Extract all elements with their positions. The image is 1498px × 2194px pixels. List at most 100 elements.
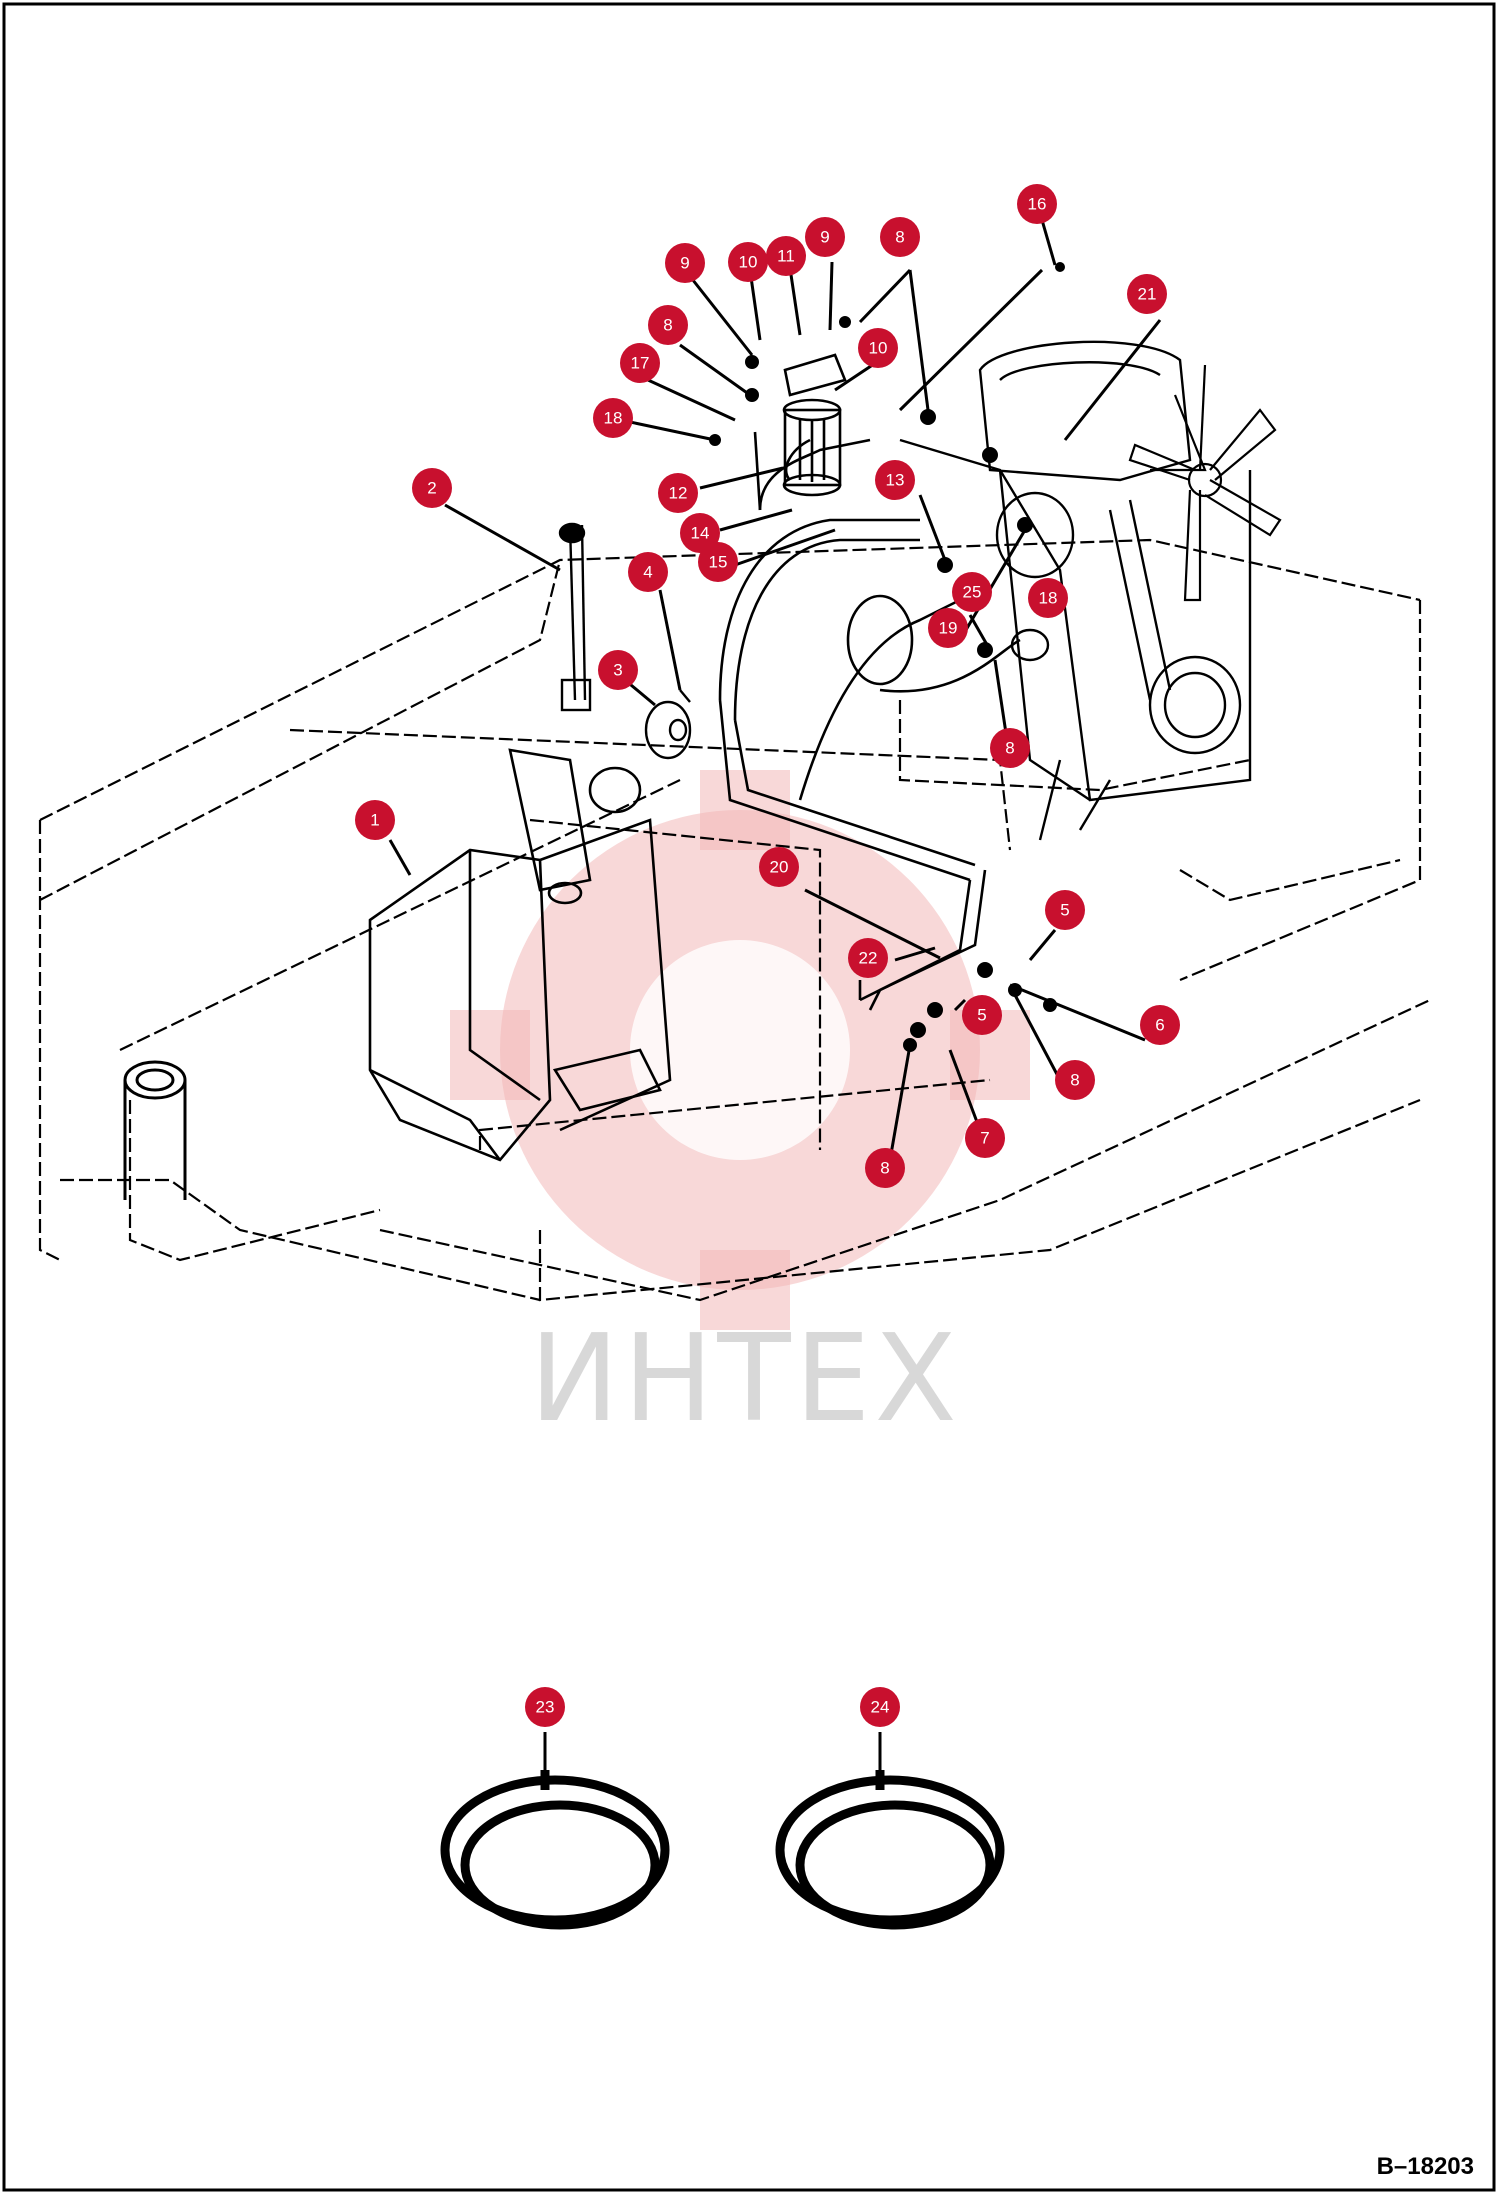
- callout-marker: [1127, 274, 1167, 314]
- callout-marker: [962, 995, 1002, 1035]
- callout-3: 3: [598, 650, 638, 690]
- callout-marker: [848, 938, 888, 978]
- callout-marker: [1017, 184, 1057, 224]
- callout-label: 17: [631, 354, 650, 373]
- fuel-lines: [718, 431, 1021, 1011]
- callout-label: 10: [739, 253, 758, 272]
- callout-marker: [648, 305, 688, 345]
- callout-label: 9: [680, 254, 689, 273]
- callout-8: 8: [1055, 1060, 1095, 1100]
- callout-marker: [658, 473, 698, 513]
- callout-label: 13: [886, 471, 905, 490]
- callout-marker: [1028, 578, 1068, 618]
- hose-coil-23: [440, 1770, 670, 1930]
- fuel-filter: [782, 353, 847, 497]
- callout-8: 8: [648, 305, 688, 345]
- callout-marker: [965, 1118, 1005, 1158]
- callout-marker: [665, 243, 705, 283]
- engine-block: [899, 340, 1252, 841]
- callout-label: 21: [1138, 285, 1157, 304]
- callout-marker: [1045, 890, 1085, 930]
- callout-label: 23: [536, 1698, 555, 1717]
- callout-13: 13: [875, 460, 915, 500]
- callout-marker: [412, 468, 452, 508]
- hose-coil-24: [775, 1770, 1005, 1930]
- callout-21: 21: [1127, 274, 1167, 314]
- callout-6: 6: [1140, 1005, 1180, 1045]
- callout-marker: [928, 608, 968, 648]
- callout-24: 24: [860, 1687, 900, 1727]
- callout-marker: [858, 328, 898, 368]
- callout-8: 8: [880, 217, 920, 257]
- callout-8: 8: [990, 728, 1030, 768]
- callout-marker: [598, 650, 638, 690]
- callout-label: 18: [604, 409, 623, 428]
- callout-23: 23: [525, 1687, 565, 1727]
- callout-label: 18: [1039, 589, 1058, 608]
- callout-label: 7: [980, 1129, 989, 1148]
- callout-label: 9: [820, 228, 829, 247]
- callout-18: 18: [1028, 578, 1068, 618]
- callout-15: 15: [698, 542, 738, 582]
- callout-label: 8: [895, 228, 904, 247]
- callout-marker: [628, 552, 668, 592]
- watermark-text: ИНТЕХ: [529, 1310, 960, 1449]
- callout-label: 15: [709, 553, 728, 572]
- callout-label: 10: [869, 339, 888, 358]
- frame-pivot-boss: [123, 1060, 187, 1200]
- callout-label: 2: [427, 479, 436, 498]
- callout-marker: [759, 847, 799, 887]
- callout-label: 20: [770, 858, 789, 877]
- callout-label: 5: [977, 1006, 986, 1025]
- callout-label: 19: [939, 619, 958, 638]
- callout-5: 5: [962, 995, 1002, 1035]
- callout-10: 10: [858, 328, 898, 368]
- engine-fan: [1128, 364, 1282, 602]
- callout-19: 19: [928, 608, 968, 648]
- callout-label: 8: [880, 1159, 889, 1178]
- callout-marker: [525, 1687, 565, 1727]
- callout-25: 25: [952, 572, 992, 612]
- callout-label: 4: [643, 563, 652, 582]
- callout-1: 1: [355, 800, 395, 840]
- callout-label: 8: [1005, 739, 1014, 758]
- fuel-sender-rod: [558, 522, 592, 712]
- callout-label: 8: [663, 316, 672, 335]
- callout-11: 11: [766, 236, 806, 276]
- callout-22: 22: [848, 938, 888, 978]
- callout-marker: [620, 343, 660, 383]
- callout-5: 5: [1045, 890, 1085, 930]
- callout-marker: [680, 513, 720, 553]
- callout-marker: [698, 542, 738, 582]
- callout-marker: [860, 1687, 900, 1727]
- fuel-cap: [644, 689, 692, 760]
- callout-label: 5: [1060, 901, 1069, 920]
- callout-marker: [1140, 1005, 1180, 1045]
- callout-18: 18: [593, 398, 633, 438]
- callout-marker: [1055, 1060, 1095, 1100]
- fuel-tank: [368, 748, 672, 1162]
- callout-label: 11: [777, 247, 795, 266]
- callout-7: 7: [965, 1118, 1005, 1158]
- callout-label: 3: [613, 661, 622, 680]
- callout-marker: [766, 236, 806, 276]
- callout-marker: [990, 728, 1030, 768]
- machine-frame: [38, 538, 1431, 1302]
- callout-marker: [355, 800, 395, 840]
- callout-label: 1: [370, 811, 379, 830]
- callout-marker: [805, 217, 845, 257]
- callout-marker: [865, 1148, 905, 1188]
- callout-label: 14: [691, 524, 710, 543]
- watermark-gear-logo: [450, 770, 1030, 1330]
- callout-marker: [875, 460, 915, 500]
- callout-label: 22: [859, 949, 878, 968]
- callout-label: 25: [963, 583, 982, 602]
- callout-16: 16: [1017, 184, 1057, 224]
- callout-12: 12: [658, 473, 698, 513]
- callout-2: 2: [412, 468, 452, 508]
- callout-9: 9: [805, 217, 845, 257]
- callout-label: 16: [1028, 195, 1047, 214]
- callout-8: 8: [865, 1148, 905, 1188]
